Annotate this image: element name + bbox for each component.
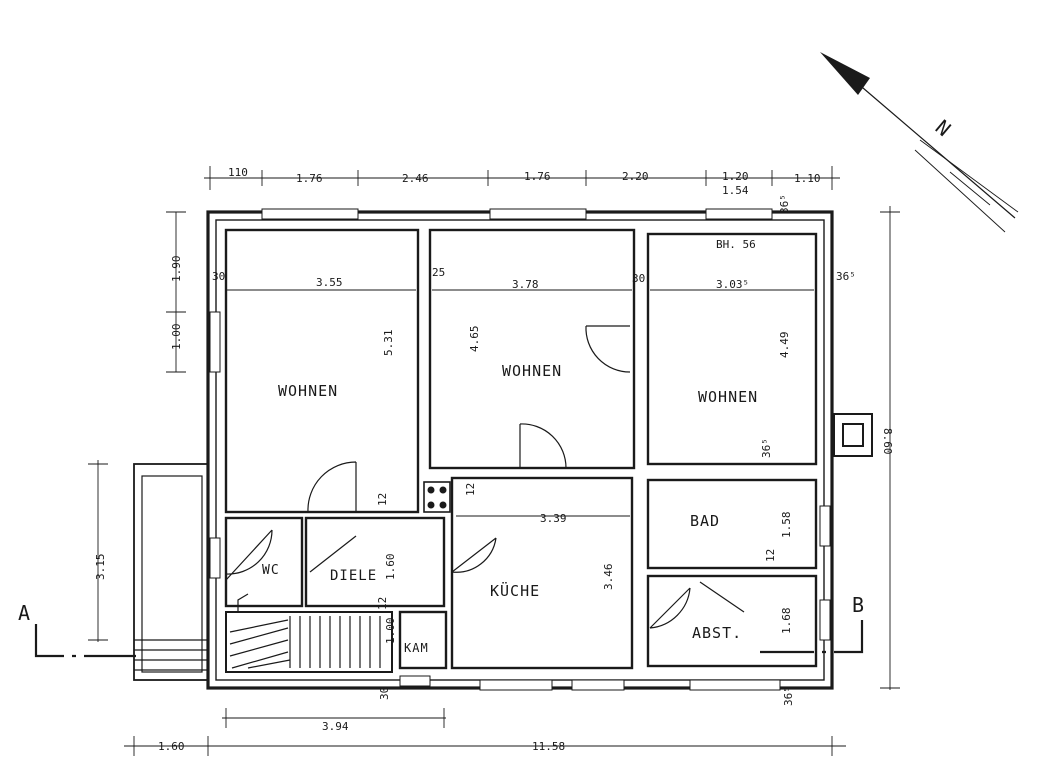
dim-wall-365c: 36⁵ [760,438,773,458]
dim-w2-depth: 4.65 [468,326,481,353]
dim-top-0: 110 [228,166,248,179]
dim-kam-depth: 1.00 [384,618,397,645]
room-wc [224,516,304,608]
dim-wall-365a: 36⁵ [836,270,856,283]
windows [209,208,831,691]
north-arrow: N [820,52,1019,233]
dim-top-sub: 1.54 [722,184,749,197]
dim-wall-12b: 12 [376,493,389,506]
dim-wall-12d: 12 [376,597,389,610]
label-kueche: KÜCHE [490,581,540,600]
dim-top-2: 2.46 [402,172,429,185]
room-bad [646,478,818,570]
dim-left-1: 1.00 [170,324,183,351]
door-swings [225,325,745,629]
label-wc: WC [262,563,280,578]
dim-wall-25: 25 [432,266,445,279]
dim-bottom-total: 11.58 [532,740,565,753]
label-kam: KAM [404,641,429,655]
dim-top-5: 1.20 [722,170,749,183]
dim-right: 8.60 [881,428,894,455]
dim-bh: BH. 56 [716,238,756,251]
dim-wall-30c: 30 [378,687,391,700]
dimension-lines [88,166,900,756]
dim-wall-12a: 12 [464,483,477,496]
dim-k-depth: 3.46 [602,564,615,591]
dim-wall-30b: 30 [632,272,645,285]
dim-wall-365d: 36⁵ [782,686,795,706]
dim-left-2: 3.15 [94,554,107,581]
section-marks [34,620,864,658]
stove-symbol [423,481,451,513]
room-kam [398,610,448,670]
room-wohnen-mid [428,228,636,470]
north-label: N [931,115,956,141]
dim-wall-365b: 36⁵ [778,194,791,214]
dim-top-3: 1.76 [524,170,551,183]
section-mark-a: A [18,601,30,625]
chimney [833,413,873,457]
dim-top-6: 1.10 [794,172,821,185]
label-wohnen-mid: WOHNEN [502,362,562,380]
dim-w1-width: 3.55 [316,276,343,289]
label-wohnen-left: WOHNEN [278,382,338,400]
room-kueche [450,476,634,670]
dim-w2-width: 3.78 [512,278,539,291]
dim-top-1: 1.76 [296,172,323,185]
dim-w1-depth: 5.31 [382,330,395,357]
room-wohnen-left [224,228,420,514]
dim-wall-12c: 12 [764,549,777,562]
room-wohnen-right [646,232,818,466]
dim-bottom-stairs: 3.94 [322,720,349,733]
dim-w3-depth: 4.49 [778,332,791,359]
label-wohnen-right: WOHNEN [698,388,758,406]
dim-abst-depth: 1.68 [780,608,793,635]
section-mark-b: B [852,593,864,617]
dim-wall-30a: 30 [212,270,225,283]
porch [133,463,209,681]
room-diele [304,516,446,608]
label-bad: BAD [690,512,720,530]
label-diele: DIELE [330,568,377,584]
label-abst: ABST. [692,624,742,642]
dim-w3-width: 3.03⁵ [716,278,749,291]
dim-left-0: 1.90 [170,256,183,283]
staircase [225,593,393,673]
dim-bottom-porch: 1.60 [158,740,185,753]
dim-diele-depth: 1.60 [384,554,397,581]
dim-bad-depth: 1.58 [780,512,793,539]
dim-k-width: 3.39 [540,512,567,525]
dim-top-4: 2.20 [622,170,649,183]
